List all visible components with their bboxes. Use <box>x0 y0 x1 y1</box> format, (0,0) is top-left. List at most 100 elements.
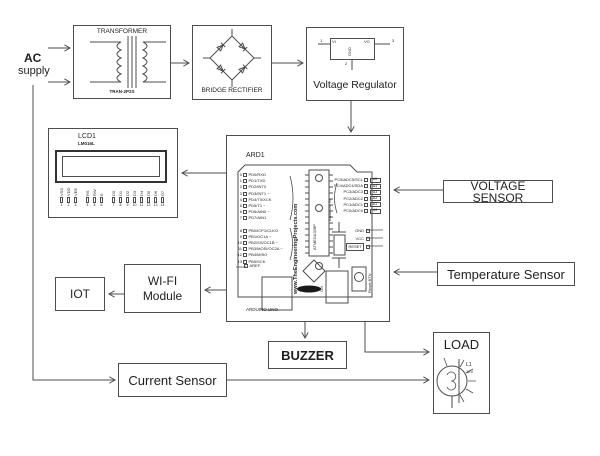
pin-stub <box>243 216 247 221</box>
lcd-box <box>48 128 178 218</box>
power-pin-row: VCC <box>340 235 370 243</box>
lcd-pin-row: VSS 1 VDD 2 VEE 3 RS 4 RW 5 E 6 D0 7 <box>58 185 166 208</box>
voltage-regulator-box <box>306 27 404 101</box>
pin-stub <box>243 179 247 184</box>
pin-label: PC2/ADC2 <box>343 195 363 201</box>
power-pin-row: RESET <box>340 243 371 251</box>
pin-number: 8 <box>239 227 242 233</box>
buzzer-label: BUZZER <box>281 347 334 363</box>
arduino-pin-row: 2 PD2/INT0 <box>234 184 283 190</box>
arduino-pin-row: PC2/ADC2 A2 <box>330 196 381 202</box>
lcd-pin-name: RW <box>91 189 97 196</box>
bridge-rectifier-symbol <box>203 29 261 87</box>
crystal-symbol <box>332 222 346 268</box>
diode-icon <box>238 64 248 74</box>
pin-stub <box>244 264 248 268</box>
aref-label: AREF <box>249 263 261 268</box>
pin-stub <box>366 237 370 241</box>
pin-stub <box>243 234 247 239</box>
diode-icon <box>216 42 226 52</box>
lcd-pin-name: D0 <box>110 190 116 196</box>
wifi-label-line1: WI-FI <box>147 274 178 288</box>
lcd-screen <box>62 156 160 177</box>
on-led-label: ON <box>319 286 324 292</box>
chip-symbol <box>305 169 333 270</box>
arduino-pin-row: 1 PD1/TXD <box>234 178 283 184</box>
pin-label: PB0/ICP1/CLKO <box>248 227 279 233</box>
pin-number: 7 <box>239 215 242 221</box>
analog-pad: A5 <box>369 177 381 183</box>
power-jack-icon <box>325 270 349 304</box>
lcd-pin: D1 8 <box>117 185 124 208</box>
lcd-pin-stub <box>154 197 157 203</box>
pin-label: PC5/ADC5/SCL <box>334 177 363 183</box>
lcd-pin: D6 13 <box>152 185 159 208</box>
lcd-pin: D5 12 <box>145 185 152 208</box>
lcd-pin-name: D5 <box>145 190 151 196</box>
voltage-regulator-chip <box>330 38 375 60</box>
ac-supply-label: AC <box>24 51 42 65</box>
lcd-pin-name: E <box>98 193 104 196</box>
pin-number: 2 <box>239 184 242 190</box>
pin-stub <box>243 259 247 264</box>
pin-stub <box>243 228 247 233</box>
lcd-reference: LCD1 <box>78 133 96 140</box>
lcd-pin-number: 3 <box>74 203 77 207</box>
lcd-pin-number: 9 <box>126 203 129 207</box>
lamp-symbol <box>436 357 476 408</box>
voltage-sensor-label: VOLTAGE SENSOR <box>470 178 526 205</box>
analog-pad: A1 <box>369 202 381 208</box>
power-pin-label: RESET <box>346 243 365 251</box>
lcd-pin-number: 6 <box>100 203 103 207</box>
arduino-pin-row: PC3/ADC3 A3 <box>330 189 381 195</box>
arduino-uno-label: ARDUINO UNO <box>246 307 279 312</box>
lcd-pin-stub <box>147 197 150 203</box>
lcd-pin-name: D2 <box>124 190 130 196</box>
bridge-rectifier-box <box>192 25 272 100</box>
arduino-pin-row: 12 PB4/MISO <box>234 252 283 258</box>
lcd-pin: D3 10 <box>131 185 138 208</box>
lcd-pin-stub <box>86 197 89 203</box>
diode-icon <box>238 42 248 52</box>
lcd-pin-number: 5 <box>93 203 96 207</box>
pin-stub <box>364 209 368 214</box>
power-pin-row: GND <box>340 227 370 235</box>
lcd-pin-stub <box>60 197 63 203</box>
lcd-pin-stub <box>140 197 143 203</box>
lcd-pin-number: 13 <box>153 203 158 207</box>
lcd-pin-number: 2 <box>67 203 70 207</box>
lcd-pin-stub <box>112 197 115 203</box>
load-label: LOAD <box>443 337 480 352</box>
pin-number: 13 <box>237 258 242 264</box>
lcd-pin-name: D6 <box>152 190 158 196</box>
current-sensor-box: Current Sensor <box>118 363 227 397</box>
pin-label: PD5/T1 ~ <box>248 203 266 209</box>
regulator-pin1-label: 1 <box>320 38 323 43</box>
lcd-pin-stub <box>74 197 77 203</box>
diamond-symbol <box>302 259 326 283</box>
power-pin-label: GND <box>355 228 364 233</box>
power-led-icon <box>297 285 321 293</box>
transformer-part-number: TRAN-2P2S <box>109 89 135 94</box>
pin-label: PB5/SCK <box>248 258 266 264</box>
lcd-pin: D4 11 <box>138 185 145 208</box>
pin-label: PD3/INT1 ~ <box>248 190 270 196</box>
lcd-pin-number: 10 <box>132 203 137 207</box>
pin-number: 6 <box>239 209 242 215</box>
pin-label: PD0/RXD <box>248 172 266 178</box>
arduino-pin-row: 0 PD0/RXD <box>234 172 283 178</box>
lcd-pin: VSS 1 <box>58 185 65 208</box>
pin-number: 10 <box>237 239 242 245</box>
wire-arduino-to-load <box>364 322 430 356</box>
load-box <box>433 332 490 414</box>
arduino-pin-row: 11 PB3/MOSI/OC2A ~ <box>234 246 283 252</box>
regulator-pin2-label: 2 <box>345 61 348 66</box>
lcd-pin-number: 14 <box>160 203 165 207</box>
analog-pad: A3 <box>369 189 381 195</box>
iot-box: IOT <box>55 277 105 311</box>
arduino-pin-row: 8 PB0/ICP1/CLKO <box>234 228 283 234</box>
lamp-voltage: 12V <box>466 369 474 374</box>
wifi-label-line2: Module <box>142 289 183 303</box>
temperature-sensor-box: Temperature Sensor <box>437 262 575 286</box>
